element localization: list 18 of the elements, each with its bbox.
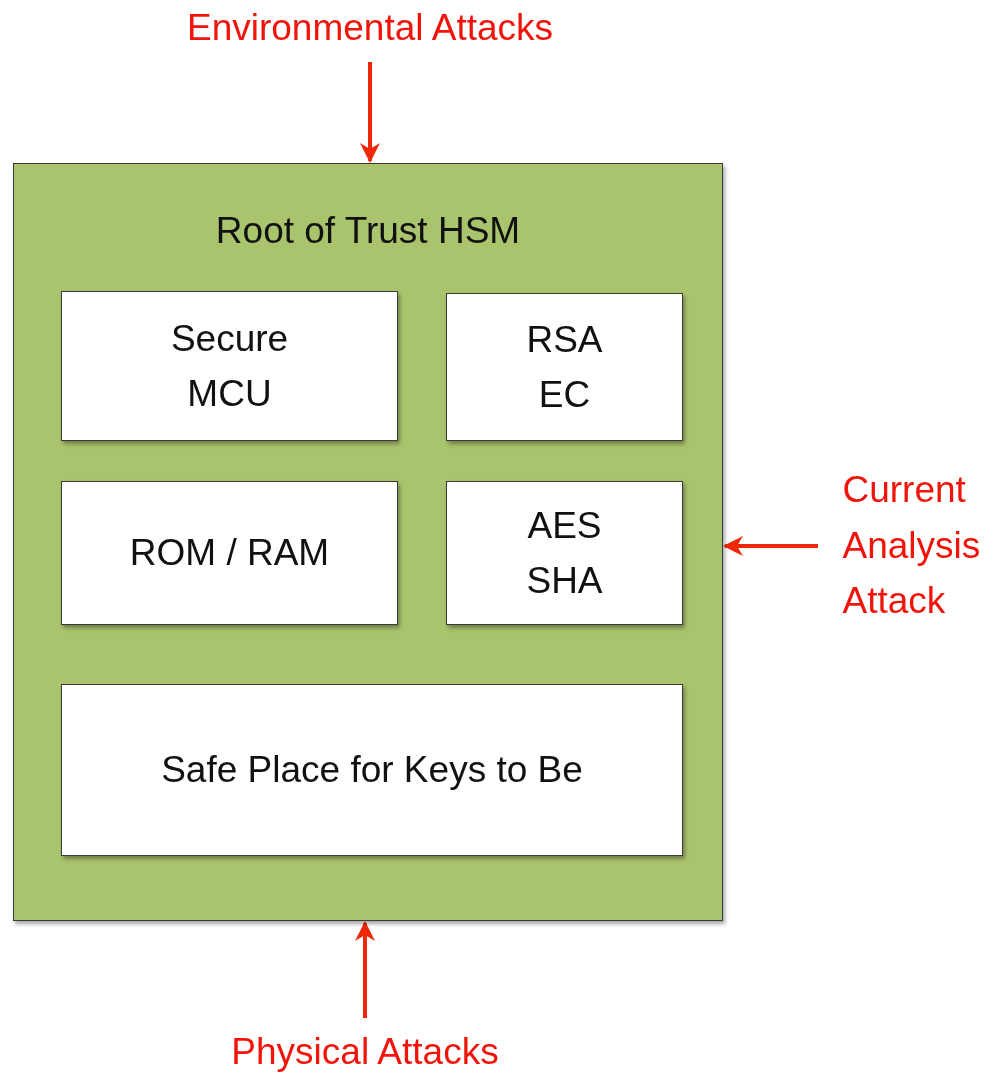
- attack-arrow: [723, 536, 818, 556]
- attack-arrow: [360, 62, 380, 163]
- attack-label: Environmental Attacks: [186, 6, 554, 50]
- container-title: Root of Trust HSM: [214, 210, 522, 252]
- component-box: [446, 293, 683, 441]
- component-label: ROM / RAM: [129, 531, 330, 576]
- attack-label: Current Analysis Attack: [842, 468, 982, 623]
- attack-arrow: [355, 921, 375, 1018]
- component-label: AES SHA: [525, 503, 604, 603]
- component-box: [61, 481, 398, 625]
- component-box: [61, 684, 683, 856]
- component-box: [61, 291, 398, 441]
- component-label: Safe Place for Keys to Be: [161, 748, 583, 793]
- component-box: [446, 481, 683, 625]
- component-label: RSA EC: [525, 317, 604, 417]
- attack-label: Physical Attacks: [231, 1030, 499, 1073]
- component-label: Secure MCU: [169, 316, 290, 416]
- hsm-container-box: [13, 163, 723, 921]
